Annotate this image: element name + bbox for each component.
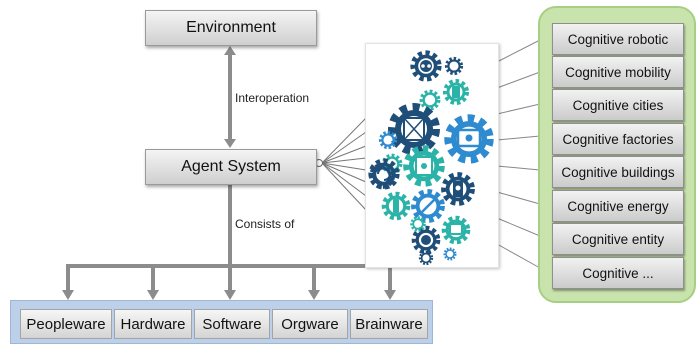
cognitive-item: Cognitive buildings — [552, 156, 684, 188]
cognitive-item: Cognitive cities — [552, 89, 684, 121]
component-orgware: Orgware — [272, 309, 348, 339]
cognitive-item: Cognitive robotic — [552, 23, 684, 55]
cognitive-item: Cognitive mobility — [552, 56, 684, 88]
component-label: Peopleware — [26, 315, 106, 333]
agent-system-label: Agent System — [181, 158, 281, 175]
environment-box: Environment — [145, 10, 317, 46]
arrow-down-head — [224, 139, 236, 148]
component-software: Software — [194, 309, 270, 339]
cognitive-item-label: Cognitive robotic — [567, 31, 669, 47]
cognitive-item: Cognitive ... — [552, 257, 684, 289]
environment-label: Environment — [186, 19, 276, 36]
component-peopleware: Peopleware — [20, 309, 112, 339]
cognitive-item-label: Cognitive ... — [582, 265, 654, 281]
cognitive-item: Cognitive factories — [552, 123, 684, 155]
cognitive-item-label: Cognitive energy — [567, 198, 669, 214]
component-brainware: Brainware — [350, 309, 428, 339]
arrow-software — [224, 290, 236, 300]
component-label: Software — [202, 315, 262, 333]
panel-link-lines — [496, 39, 541, 269]
arrow-peopleware — [62, 290, 74, 300]
fan-lines — [321, 117, 367, 211]
cognitive-item: Cognitive entity — [552, 223, 684, 255]
gears-illustration — [365, 43, 499, 268]
agent-system-box: Agent System — [145, 149, 317, 185]
cognitive-item-label: Cognitive buildings — [561, 164, 675, 180]
gears-icon — [366, 44, 498, 266]
component-hardware: Hardware — [114, 309, 192, 339]
cognitive-item-label: Cognitive factories — [562, 131, 674, 147]
cognitive-item-label: Cognitive entity — [571, 231, 665, 247]
interoperation-label: Interoperation — [235, 91, 310, 105]
arrow-up-head — [224, 46, 236, 55]
cognitive-item: Cognitive energy — [552, 190, 684, 222]
component-label: Hardware — [120, 315, 186, 333]
component-label: Orgware — [281, 315, 339, 333]
arrow-brainware — [384, 290, 396, 300]
cognitive-item-label: Cognitive cities — [572, 97, 664, 113]
consists-of-label: Consists of — [235, 217, 295, 231]
cognitive-item-label: Cognitive mobility — [565, 64, 671, 80]
arrow-orgware — [308, 290, 320, 300]
component-label: Brainware — [355, 315, 423, 333]
arrow-hardware — [147, 290, 159, 300]
